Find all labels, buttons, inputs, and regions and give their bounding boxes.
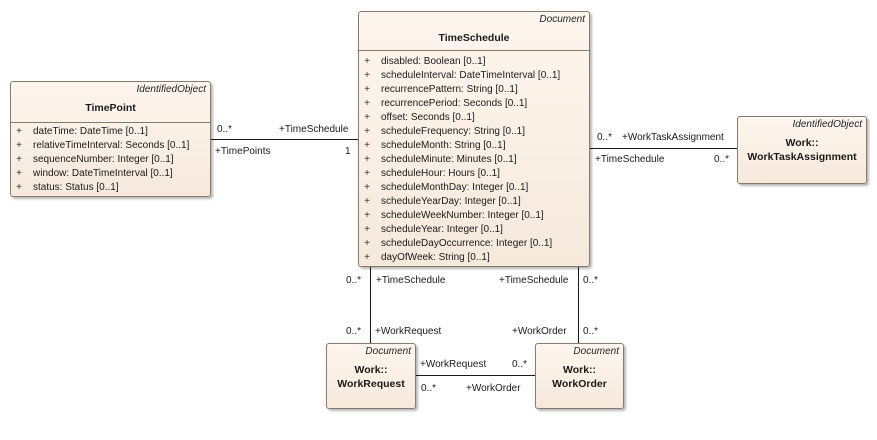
class-package-name: Work:: bbox=[354, 364, 388, 376]
attribute-row[interactable]: +scheduleFrequency: String [0..1] bbox=[364, 126, 525, 137]
attribute-row[interactable]: +scheduleMonthDay: Integer [0..1] bbox=[364, 182, 529, 193]
multiplicity-label: 0..* bbox=[583, 326, 599, 337]
class-name: TimeSchedule bbox=[438, 32, 510, 44]
stereotype-label: IdentifiedObject bbox=[792, 119, 863, 130]
visibility-marker: + bbox=[364, 84, 370, 95]
attribute-row[interactable]: +recurrencePattern: String [0..1] bbox=[364, 84, 518, 95]
attribute-row[interactable]: +disabled: Boolean [0..1] bbox=[364, 56, 486, 67]
visibility-marker: + bbox=[364, 182, 370, 193]
role-label: +WorkRequest bbox=[420, 359, 487, 370]
compartment-divider bbox=[11, 122, 210, 123]
multiplicity-label: 0..* bbox=[583, 275, 599, 286]
class-name: WorkOrder bbox=[552, 378, 607, 390]
visibility-marker: + bbox=[364, 112, 370, 123]
attribute-row[interactable]: +scheduleYearDay: Integer [0..1] bbox=[364, 196, 521, 207]
visibility-marker: + bbox=[364, 252, 370, 263]
role-label: +WorkRequest bbox=[375, 326, 442, 337]
workrequest-class[interactable]: Document Work:: WorkRequest bbox=[326, 343, 416, 409]
stereotype-label: Document bbox=[539, 14, 585, 25]
compartment-divider bbox=[359, 50, 589, 51]
visibility-marker: + bbox=[364, 210, 370, 221]
attribute-row[interactable]: +window: DateTimeInterval [0..1] bbox=[16, 168, 173, 179]
class-package-name: Work:: bbox=[785, 137, 819, 149]
role-label: +TimeSchedule bbox=[376, 275, 446, 286]
timepoint-class[interactable]: IdentifiedObject TimePoint +dateTime: Da… bbox=[10, 81, 211, 197]
attribute-list: +disabled: Boolean [0..1] +scheduleInter… bbox=[359, 55, 589, 265]
role-label: +WorkOrder bbox=[512, 326, 567, 337]
attribute-row[interactable]: +status: Status [0..1] bbox=[16, 182, 119, 193]
attribute-row[interactable]: +scheduleMinute: Minutes [0..1] bbox=[364, 154, 517, 165]
visibility-marker: + bbox=[16, 182, 22, 193]
class-name: WorkRequest bbox=[337, 378, 405, 390]
class-name: TimePoint bbox=[85, 102, 136, 114]
attribute-row[interactable]: +scheduleDayOccurrence: Integer [0..1] bbox=[364, 238, 553, 249]
visibility-marker: + bbox=[364, 154, 370, 165]
visibility-marker: + bbox=[364, 168, 370, 179]
attribute-row[interactable]: +relativeTimeInterval: Seconds [0..1] bbox=[16, 140, 190, 151]
workorder-class[interactable]: Document Work:: WorkOrder bbox=[535, 343, 624, 409]
visibility-marker: + bbox=[364, 140, 370, 151]
stereotype-label: IdentifiedObject bbox=[136, 84, 207, 95]
attribute-row[interactable]: +recurrencePeriod: Seconds [0..1] bbox=[364, 98, 528, 109]
attribute-row[interactable]: +sequenceNumber: Integer [0..1] bbox=[16, 154, 174, 165]
visibility-marker: + bbox=[364, 126, 370, 137]
multiplicity-label: 1 bbox=[345, 146, 351, 157]
visibility-marker: + bbox=[364, 224, 370, 235]
role-label: +TimeSchedule bbox=[499, 275, 569, 286]
attribute-list: +dateTime: DateTime [0..1] +relativeTime… bbox=[11, 125, 210, 195]
timeschedule-class[interactable]: Document TimeSchedule +disabled: Boolean… bbox=[358, 11, 590, 267]
visibility-marker: + bbox=[364, 196, 370, 207]
stereotype-label: Document bbox=[573, 346, 619, 357]
visibility-marker: + bbox=[16, 154, 22, 165]
attribute-row[interactable]: +scheduleMonth: String [0..1] bbox=[364, 140, 506, 151]
attribute-row[interactable]: +dateTime: DateTime [0..1] bbox=[16, 126, 148, 137]
role-label: +TimeSchedule bbox=[595, 154, 665, 165]
multiplicity-label: 0..* bbox=[597, 132, 613, 143]
attribute-row[interactable]: +offset: Seconds [0..1] bbox=[364, 112, 475, 123]
visibility-marker: + bbox=[16, 140, 22, 151]
visibility-marker: + bbox=[364, 98, 370, 109]
visibility-marker: + bbox=[16, 126, 22, 137]
multiplicity-label: 0..* bbox=[346, 326, 362, 337]
multiplicity-label: 0..* bbox=[346, 275, 362, 286]
class-package-name: Work:: bbox=[562, 364, 597, 376]
attribute-row[interactable]: +scheduleWeekNumber: Integer [0..1] bbox=[364, 210, 544, 221]
multiplicity-label: 0..* bbox=[217, 124, 233, 135]
attribute-row[interactable]: +dayOfWeek: String [0..1] bbox=[364, 252, 490, 263]
attribute-row[interactable]: +scheduleYear: Integer [0..1] bbox=[364, 224, 503, 235]
visibility-marker: + bbox=[16, 168, 22, 179]
visibility-marker: + bbox=[364, 238, 370, 249]
role-label: +WorkTaskAssignment bbox=[622, 132, 724, 143]
class-name: WorkTaskAssignment bbox=[747, 151, 857, 163]
attribute-row[interactable]: +scheduleInterval: DateTimeInterval [0..… bbox=[364, 70, 561, 81]
attribute-row[interactable]: +scheduleHour: Hours [0..1] bbox=[364, 168, 500, 179]
role-label: +TimeSchedule bbox=[279, 124, 349, 135]
multiplicity-label: 0..* bbox=[512, 359, 528, 370]
worktaskassignment-class[interactable]: IdentifiedObject Work:: WorkTaskAssignme… bbox=[737, 116, 867, 184]
stereotype-label: Document bbox=[365, 346, 411, 357]
role-label: +TimePoints bbox=[215, 146, 271, 157]
visibility-marker: + bbox=[364, 56, 370, 67]
multiplicity-label: 0..* bbox=[421, 383, 437, 394]
role-label: +WorkOrder bbox=[466, 383, 521, 394]
multiplicity-label: 0..* bbox=[714, 154, 730, 165]
visibility-marker: + bbox=[364, 70, 370, 81]
